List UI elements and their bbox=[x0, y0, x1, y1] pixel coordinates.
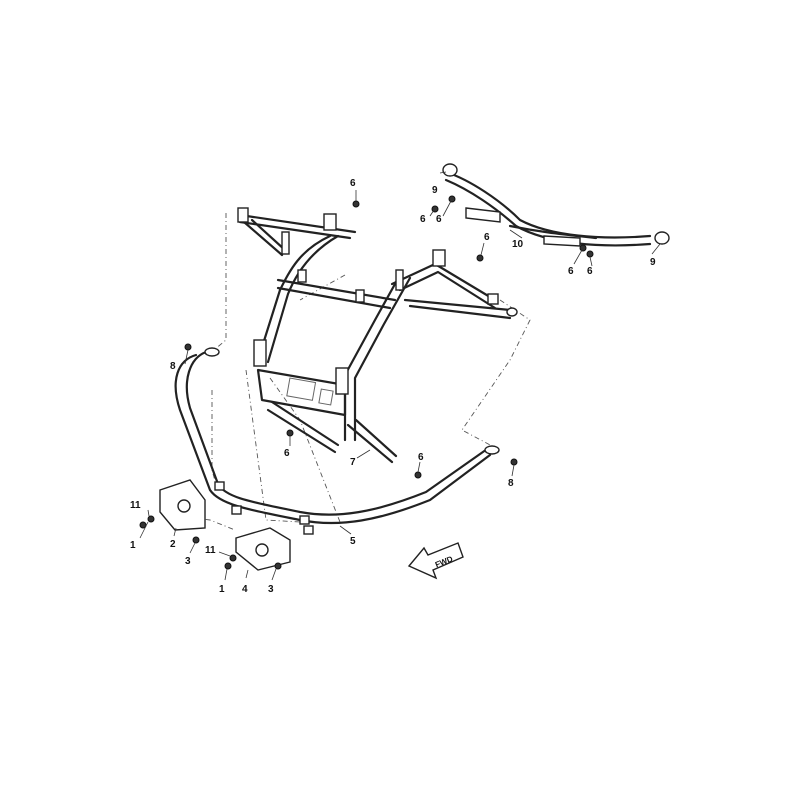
callout-11: 11 bbox=[205, 545, 216, 556]
assembly-reference-lines bbox=[169, 213, 531, 561]
fasteners bbox=[139, 195, 594, 570]
callout-9: 9 bbox=[650, 257, 656, 268]
callout-1: 1 bbox=[219, 584, 225, 595]
bumper-guards bbox=[159, 479, 291, 571]
callout-6: 6 bbox=[568, 266, 574, 277]
callout-11: 11 bbox=[130, 500, 141, 511]
callout-6: 6 bbox=[436, 214, 442, 225]
upper-frame bbox=[237, 207, 518, 464]
callout-labels: 6 9 6 6 10 6 6 6 9 8 6 7 6 6 8 11 5 1 2 … bbox=[130, 178, 656, 595]
callout-6: 6 bbox=[484, 232, 490, 243]
callout-2: 2 bbox=[170, 539, 176, 550]
callout-9: 9 bbox=[432, 185, 438, 196]
callout-4: 4 bbox=[242, 584, 248, 595]
callout-3: 3 bbox=[185, 556, 191, 567]
callout-10: 10 bbox=[512, 239, 524, 250]
leader-lines bbox=[139, 171, 661, 581]
callout-8: 8 bbox=[508, 478, 514, 489]
callout-7: 7 bbox=[350, 457, 356, 468]
callout-1: 1 bbox=[130, 540, 136, 551]
callout-6: 6 bbox=[350, 178, 356, 189]
fwd-direction-arrow: FWD bbox=[407, 542, 464, 580]
callout-8: 8 bbox=[170, 361, 176, 372]
callout-6: 6 bbox=[420, 214, 426, 225]
callout-6: 6 bbox=[284, 448, 290, 459]
callout-5: 5 bbox=[350, 536, 356, 547]
rear-grab-bar bbox=[442, 163, 670, 247]
callout-3: 3 bbox=[268, 584, 274, 595]
callout-6: 6 bbox=[587, 266, 593, 277]
callout-6: 6 bbox=[418, 452, 424, 463]
front-bumper-bar bbox=[174, 347, 500, 535]
